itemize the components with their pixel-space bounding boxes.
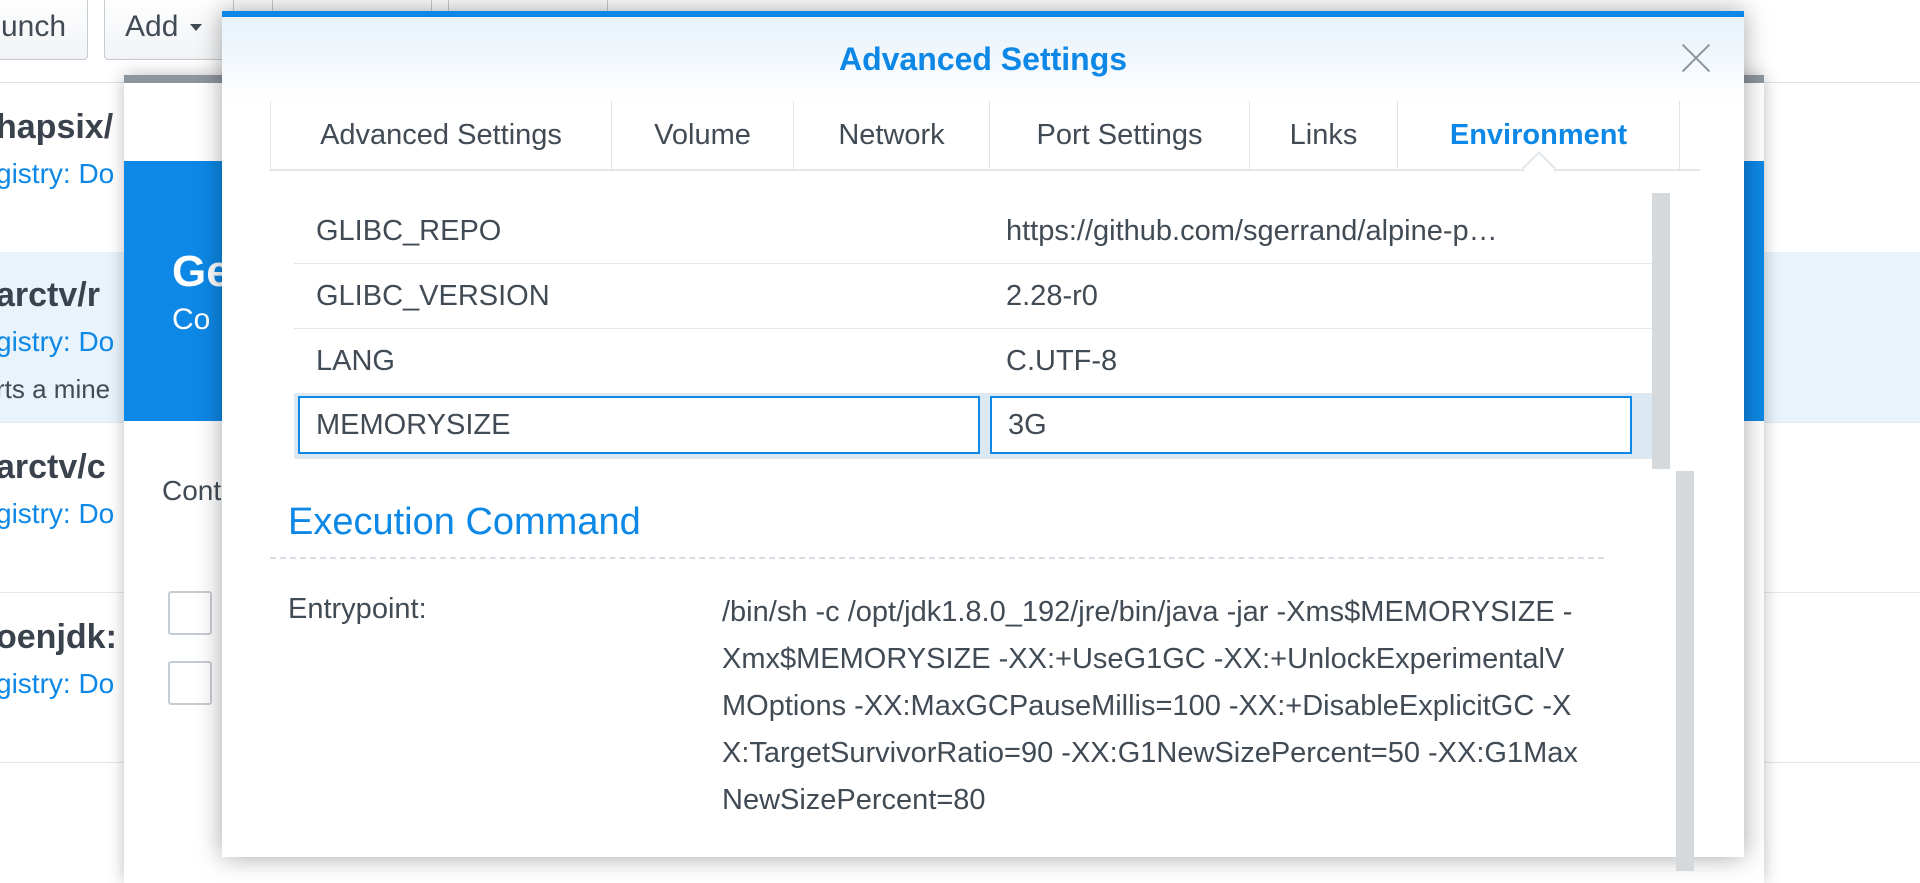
- checkbox[interactable]: [168, 591, 212, 635]
- advanced-settings-dialog: Advanced Settings Advanced Settings Volu…: [222, 11, 1744, 871]
- env-value: 2.28-r0: [1006, 280, 1098, 312]
- table-row[interactable]: LANG C.UTF-8: [294, 329, 1670, 394]
- env-variable: LANG: [316, 345, 395, 377]
- env-value-input[interactable]: 3G: [990, 396, 1632, 454]
- tab-environment[interactable]: Environment: [1398, 101, 1680, 185]
- list-item-name: hapsix/: [0, 108, 114, 146]
- close-icon[interactable]: [1678, 39, 1714, 75]
- background-window-subtitle: Co: [172, 303, 211, 336]
- tab-label: Environment: [1449, 118, 1628, 151]
- table-row-editing[interactable]: MEMORYSIZE 3G: [294, 394, 1670, 459]
- background-window-label: Cont: [162, 475, 222, 506]
- launch-button-label: unch: [1, 10, 67, 43]
- dialog-scrollbar[interactable]: [1676, 471, 1694, 871]
- tab-volume[interactable]: Volume: [612, 101, 794, 169]
- tab-label: Advanced Settings: [320, 118, 562, 151]
- env-variable: GLIBC_REPO: [316, 215, 502, 247]
- environment-table: GLIBC_REPO https://github.com/sgerrand/a…: [294, 193, 1670, 469]
- list-item-name: arctv/c: [0, 448, 106, 486]
- add-button[interactable]: Add: [104, 0, 234, 60]
- tab-network[interactable]: Network: [794, 101, 990, 169]
- env-variable-input[interactable]: MEMORYSIZE: [298, 396, 980, 454]
- add-button-label: Add: [125, 10, 179, 43]
- tab-bar: Advanced Settings Volume Network Port Se…: [270, 101, 1700, 185]
- list-item-name: oenjdk:: [0, 618, 117, 656]
- table-scrollbar[interactable]: [1652, 193, 1670, 469]
- list-item[interactable]: arctv/c gistry: Do: [0, 422, 1920, 593]
- entrypoint-value: /bin/sh -c /opt/jdk1.8.0_192/jre/bin/jav…: [722, 596, 1578, 816]
- list-item-name: arctv/r: [0, 276, 100, 314]
- execution-command-heading: Execution Command: [288, 501, 641, 543]
- env-value: https://github.com/sgerrand/alpine-p…: [1006, 215, 1498, 247]
- active-tab-indicator: [1521, 151, 1556, 185]
- table-row[interactable]: GLIBC_VERSION 2.28-r0: [294, 264, 1670, 329]
- env-value: C.UTF-8: [1006, 345, 1118, 377]
- tab-label: Links: [1289, 118, 1358, 151]
- dialog-header: Advanced Settings: [222, 17, 1744, 101]
- tab-label: Volume: [654, 118, 751, 151]
- list-item-registry: gistry: Do: [0, 498, 115, 529]
- list-item-registry: gistry: Do: [0, 326, 115, 357]
- list-item-registry: gistry: Do: [0, 668, 115, 699]
- section-divider: [270, 557, 1604, 559]
- entrypoint-label: Entrypoint:: [288, 593, 427, 625]
- tab-label: Network: [838, 118, 945, 151]
- chevron-down-icon: [190, 23, 203, 31]
- tab-links[interactable]: Links: [1250, 101, 1398, 169]
- launch-button[interactable]: unch: [0, 0, 88, 60]
- tab-advanced-settings[interactable]: Advanced Settings: [270, 101, 612, 169]
- checkbox[interactable]: [168, 661, 212, 705]
- table-row[interactable]: GLIBC_REPO https://github.com/sgerrand/a…: [294, 199, 1670, 264]
- tab-label: Port Settings: [1036, 118, 1203, 151]
- tab-port-settings[interactable]: Port Settings: [990, 101, 1250, 169]
- list-item-description: rts a mine: [0, 374, 111, 404]
- dialog-title: Advanced Settings: [838, 41, 1128, 77]
- background-window-title: Ge: [172, 247, 231, 296]
- list-item-registry: gistry: Do: [0, 158, 115, 189]
- env-variable: GLIBC_VERSION: [316, 280, 550, 312]
